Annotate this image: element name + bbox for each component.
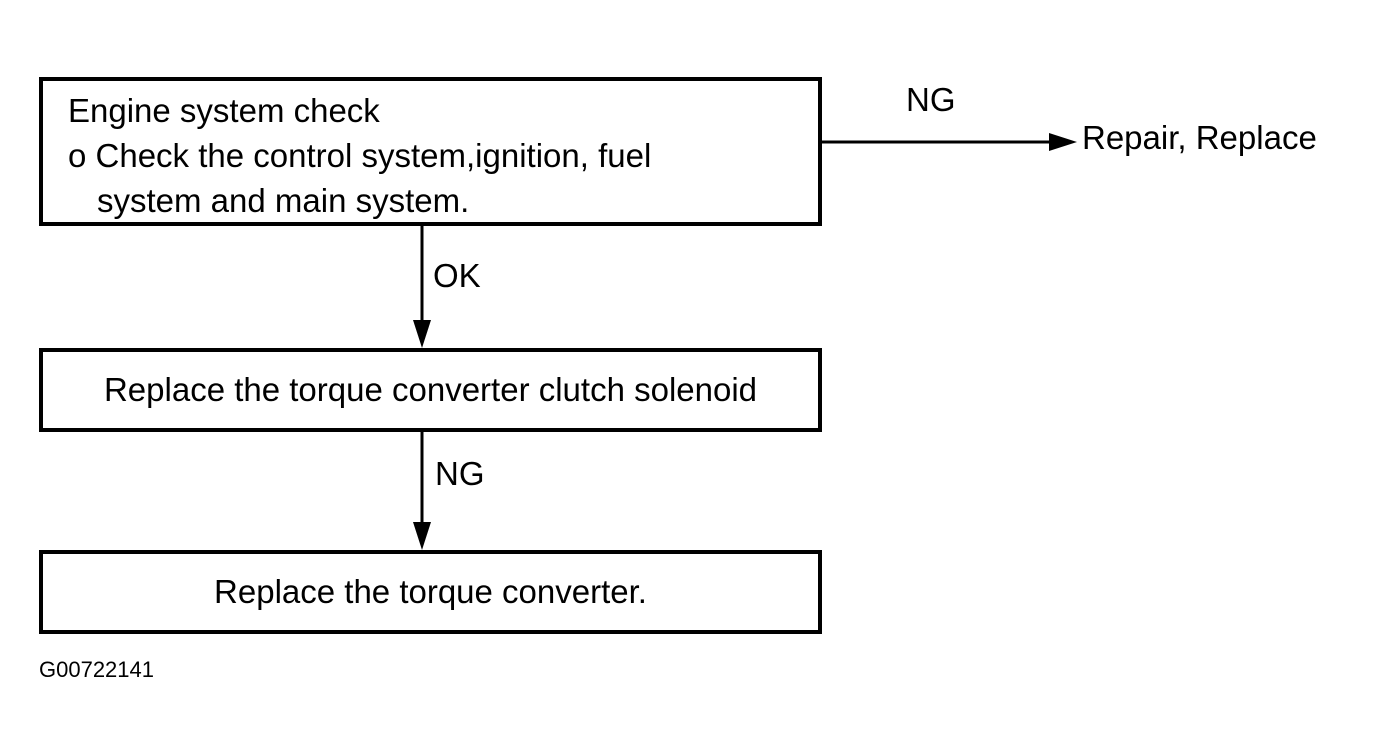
step2-text: Replace the torque converter clutch sole… [103,371,758,408]
outcome-repair-replace: Repair, Replace [1082,119,1317,156]
step-replace-torque-converter: Replace the torque converter. [39,550,822,634]
step1-bullet-line2: system and main system. [97,182,470,219]
label-ng-right: NG [906,81,956,118]
step1-bullet-line1: o Check the control system,ignition, fue… [68,137,652,174]
step3-text: Replace the torque converter. [214,573,647,610]
arrowhead-right [1049,133,1077,151]
step-engine-system-check: Engine system check o Check the control … [39,77,822,226]
label-ng-down: NG [435,455,485,492]
figure-id: G00722141 [39,657,154,682]
step1-title: Engine system check [68,92,380,129]
step-replace-clutch-solenoid: Replace the torque converter clutch sole… [39,348,822,432]
arrowhead-down-2 [413,522,431,550]
arrowhead-down-1 [413,320,431,348]
label-ok: OK [433,257,481,294]
